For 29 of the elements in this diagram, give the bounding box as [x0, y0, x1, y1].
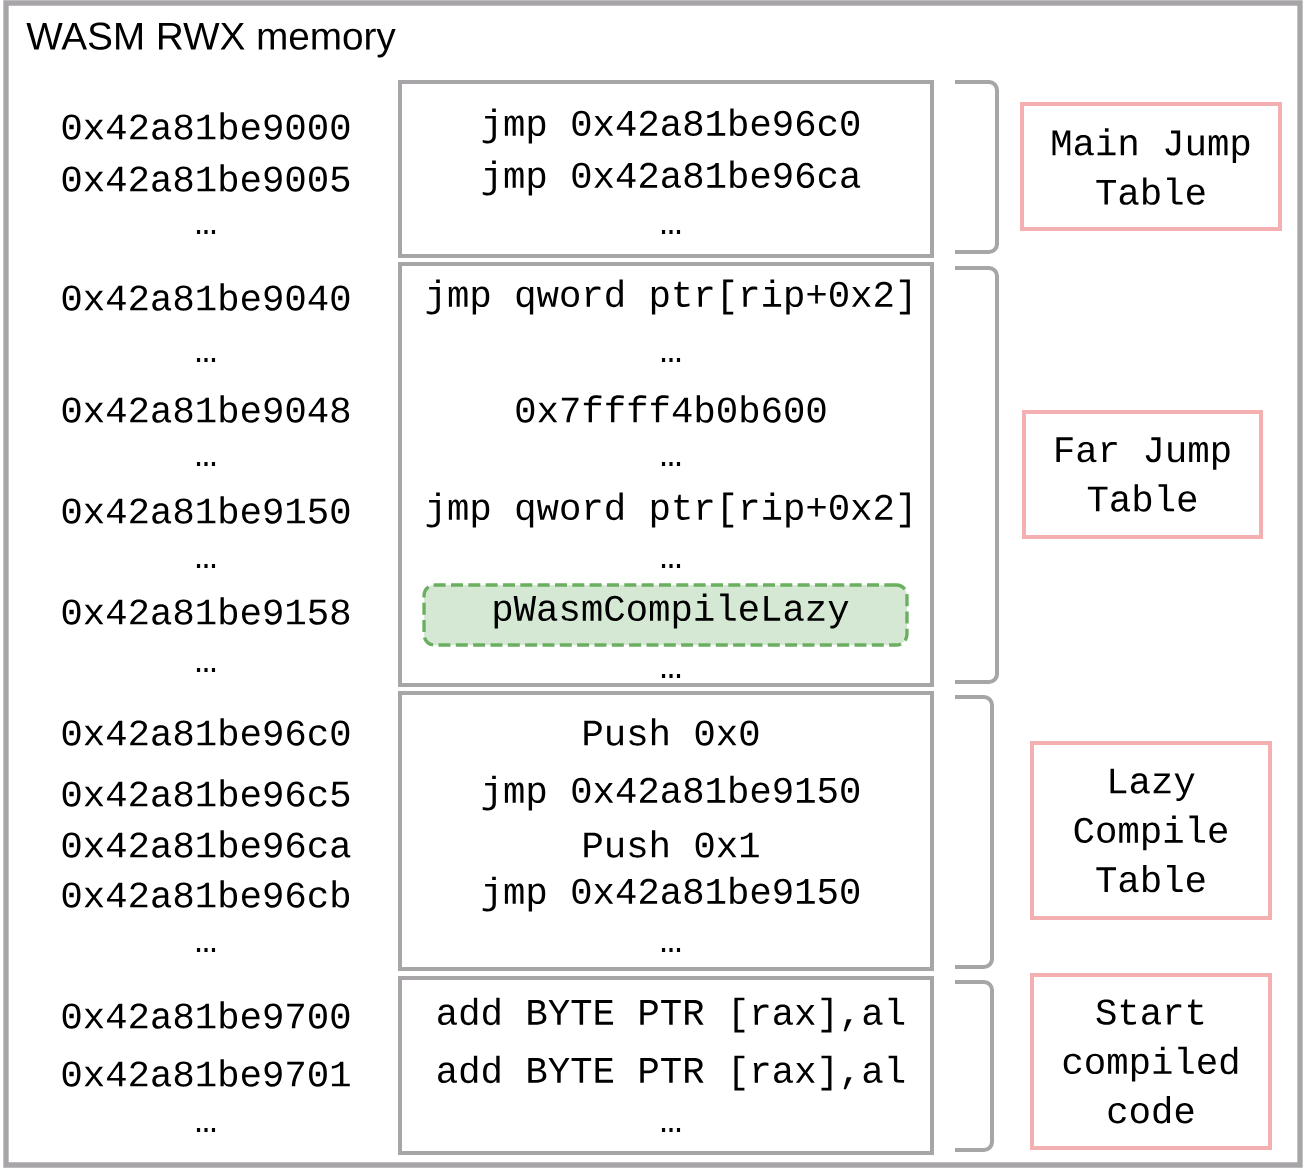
address-label: …: [196, 668, 216, 672]
address-label: 0x42a81be9000: [62, 112, 350, 140]
memory-box: jmp 0x42a81be96c0 jmp 0x42a81be96ca …: [398, 80, 934, 258]
memory-frame: [3, 0, 1303, 1168]
memory-box: Push 0x0 jmp 0x42a81be9150 Push 0x1 jmp 0x42a81be9150 …: [398, 691, 934, 971]
highlight-box: pWasmCompileLazy: [422, 583, 909, 647]
address-label: 0x42a81be9048: [62, 395, 350, 423]
address-label: …: [196, 948, 216, 952]
address-label: …: [196, 230, 216, 234]
address-label: 0x42a81be9005: [62, 164, 350, 192]
address-label: …: [196, 358, 216, 362]
address-label: 0x42a81be96cb: [62, 880, 350, 908]
address-label: 0x42a81be96c5: [62, 779, 350, 807]
address-label: 0x42a81be96ca: [62, 830, 351, 858]
address-label: 0x42a81be9701: [62, 1059, 350, 1087]
address-label: 0x42a81be9150: [62, 496, 350, 524]
table-label-box: Far Jump Table: [1022, 410, 1264, 540]
table-label-box: Lazy Compile Table: [1030, 741, 1272, 920]
address-label: 0x42a81be9040: [62, 283, 350, 311]
address-label: …: [196, 462, 216, 466]
address-label: …: [196, 1128, 216, 1132]
memory-box: add BYTE PTR [rax],al add BYTE PTR [rax],al …: [398, 976, 934, 1155]
address-label: 0x42a81be96c0: [62, 718, 350, 746]
address-label: 0x42a81be9158: [62, 597, 350, 625]
title: WASM RWX memory: [26, 22, 396, 58]
address-label: 0x42a81be9700: [62, 1001, 350, 1029]
table-label-box: Start compiled code: [1030, 973, 1272, 1151]
address-label: …: [196, 564, 216, 568]
table-label-box: Main Jump Table: [1020, 101, 1282, 232]
